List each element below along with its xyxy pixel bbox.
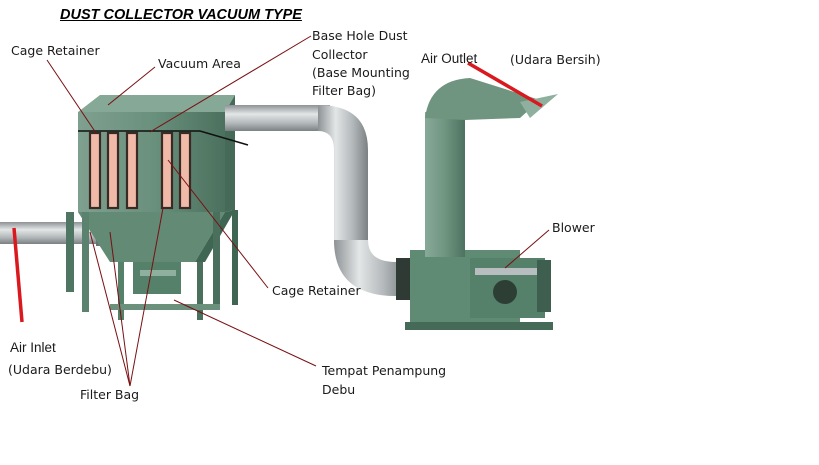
- label-cage-retainer-top: Cage Retainer: [11, 41, 100, 60]
- label-blower: Blower: [552, 218, 595, 237]
- label-filter-bag: Filter Bag: [80, 385, 139, 404]
- duct-pipe: [225, 105, 410, 300]
- label-cage-retainer-bottom: Cage Retainer: [272, 281, 361, 300]
- label-base-hole-line2: Collector: [312, 45, 368, 64]
- label-base-hole-line1: Base Hole Dust: [312, 26, 408, 45]
- label-vacuum-area: Vacuum Area: [158, 54, 241, 73]
- label-air-outlet: Air Outlet: [421, 49, 477, 68]
- label-base-hole-line3: (Base Mounting: [312, 63, 410, 82]
- label-air-inlet-note: (Udara Berdebu): [8, 360, 112, 379]
- label-air-outlet-note: (Udara Bersih): [510, 50, 601, 69]
- blower-unit: [405, 78, 558, 330]
- diagram-title: DUST COLLECTOR VACUUM TYPE: [60, 7, 302, 23]
- label-tempat-line2: Debu: [322, 380, 355, 399]
- label-air-inlet: Air Inlet: [10, 338, 56, 357]
- label-tempat-line1: Tempat Penampung: [322, 361, 446, 380]
- label-base-hole-line4: Filter Bag): [312, 81, 376, 100]
